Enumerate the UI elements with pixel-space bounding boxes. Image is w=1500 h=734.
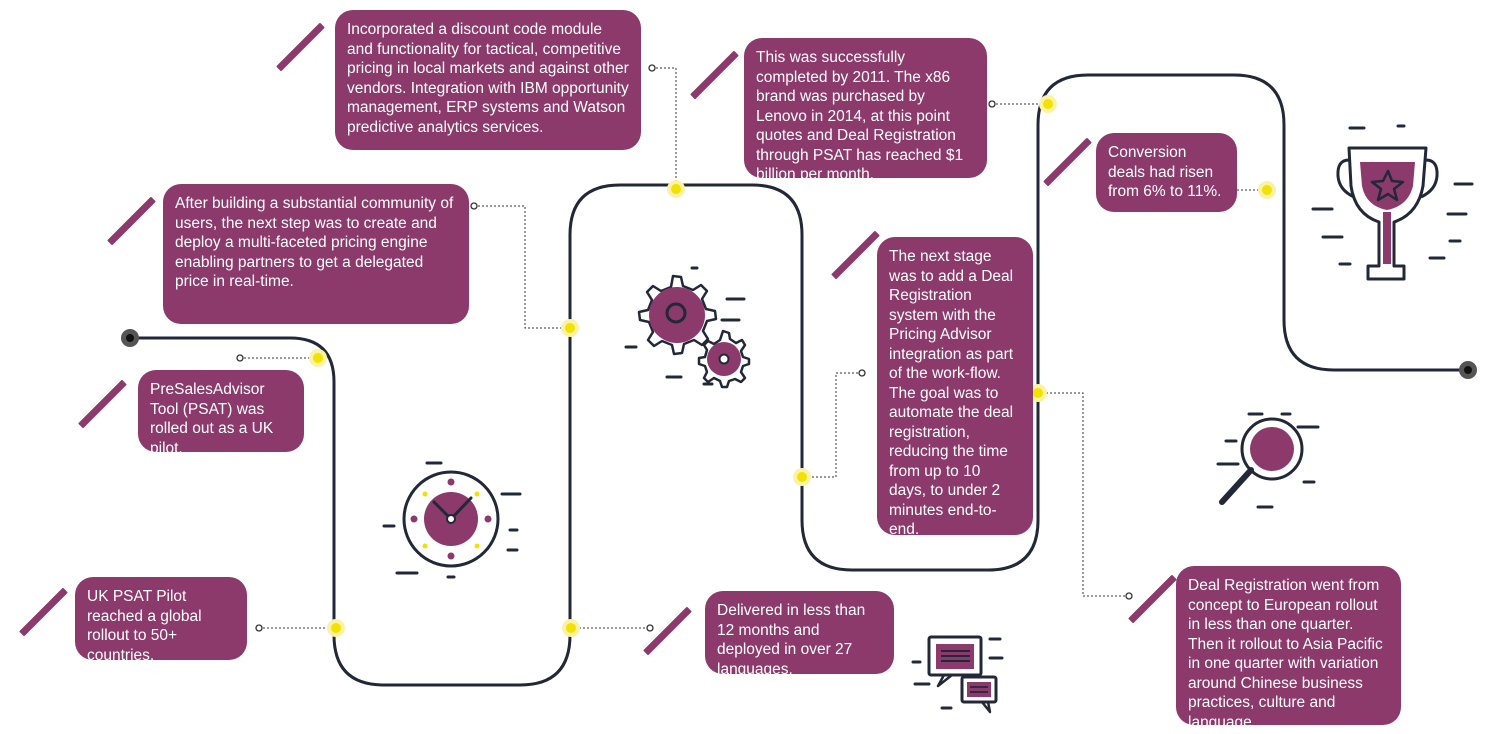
milestone-text: UK PSAT Pilot reached a global rollout t…: [87, 588, 202, 664]
milestone-box: PreSalesAdvisor Tool (PSAT) was rolled o…: [138, 370, 304, 457]
node: [1029, 384, 1047, 402]
milestone-box: The next stage was to add a Deal Registr…: [877, 237, 1033, 538]
magnifier-icon: [1216, 412, 1320, 509]
milestone-box: Deal Registration went from concept to E…: [1176, 566, 1401, 731]
node: [561, 319, 579, 337]
milestone-box: After building a substantial community o…: [163, 184, 469, 324]
timeline-nodes: [309, 95, 1276, 637]
milestone-box: Delivered in less than 12 months and dep…: [705, 591, 894, 678]
node: [1258, 181, 1276, 199]
milestone-box: This was successfully completed by 2011.…: [744, 38, 987, 183]
timeline-line: [128, 73, 1470, 687]
milestone-text: Delivered in less than 12 months and dep…: [717, 602, 866, 678]
milestone-box: Incorporated a discount code module and …: [335, 10, 641, 150]
milestone-box: Conversion deals had risen from 6% to 11…: [1096, 133, 1237, 212]
trophy-icon: [1311, 124, 1474, 281]
milestone-text: Conversion deals had risen from 6% to 11…: [1108, 144, 1222, 200]
node: [327, 619, 345, 637]
milestone-text: After building a substantial community o…: [175, 195, 454, 290]
milestone-text: Deal Registration went from concept to E…: [1188, 577, 1383, 731]
node: [1039, 95, 1057, 113]
milestone-text: This was successfully completed by 2011.…: [756, 49, 964, 183]
milestone-text: The next stage was to add a Deal Registr…: [889, 248, 1014, 538]
chat-bubbles-icon: [911, 635, 1004, 714]
clock-icon: [382, 461, 522, 579]
milestone-box: UK PSAT Pilot reached a global rollout t…: [75, 577, 247, 664]
milestone-text: PreSalesAdvisor Tool (PSAT) was rolled o…: [150, 381, 274, 457]
node: [793, 468, 811, 486]
node: [562, 619, 580, 637]
node: [667, 180, 685, 198]
milestone-text: Incorporated a discount code module and …: [347, 21, 629, 136]
gears-icon: [624, 266, 751, 389]
node: [309, 349, 327, 367]
